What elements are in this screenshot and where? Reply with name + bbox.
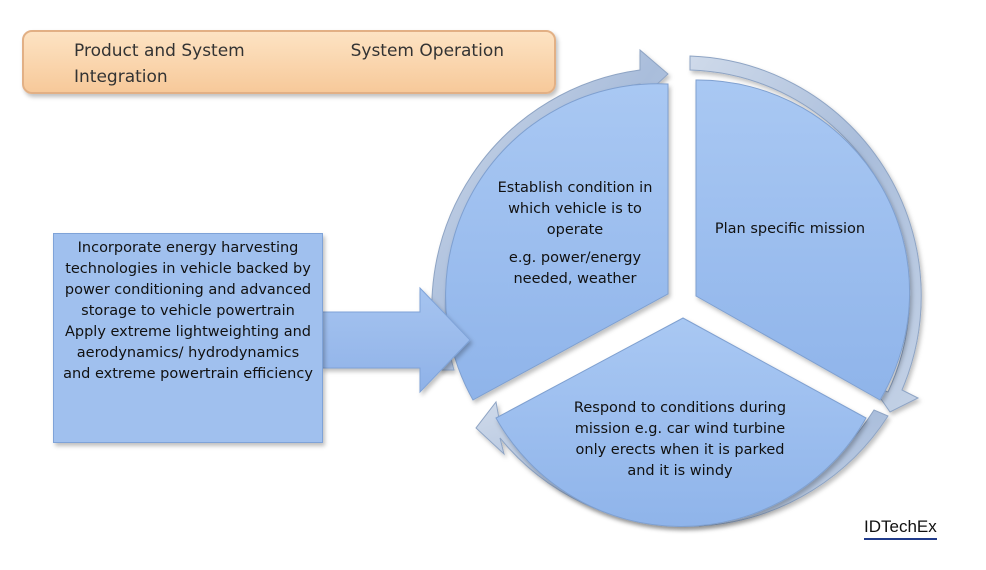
- segment-bottom: [495, 317, 867, 527]
- segment-right-label: Plan specific mission: [714, 221, 866, 237]
- input-line-lightweighting: Apply extreme lightweighting and aerodyn…: [63, 324, 313, 382]
- legend-integration-label: Product and System Integration: [74, 41, 245, 87]
- ring-arrow-right: [689, 55, 922, 413]
- segment-bottom-text: Respond to conditions during mission e.g…: [560, 398, 800, 482]
- input-arrow: [321, 286, 471, 394]
- input-line-energy-harvesting: Incorporate energy harvesting technologi…: [64, 240, 312, 319]
- segment-left-text: Establish condition in which vehicle is …: [480, 178, 670, 290]
- segment-bottom-label: Respond to conditions during mission e.g…: [573, 400, 787, 479]
- phase-legend: Product and System Integration System Op…: [22, 30, 556, 94]
- idtechex-logo: IDTechEx: [864, 517, 937, 540]
- legend-operation-label: System Operation: [350, 41, 504, 61]
- segment-right: [695, 79, 911, 401]
- cycle-segments: [445, 79, 911, 527]
- segment-left-sublabel: e.g. power/energy needed, weather: [508, 250, 642, 287]
- input-actions-box: Incorporate energy harvesting technologi…: [53, 233, 323, 443]
- segment-right-text: Plan specific mission: [700, 219, 880, 240]
- segment-left-label: Establish condition in which vehicle is …: [497, 180, 653, 238]
